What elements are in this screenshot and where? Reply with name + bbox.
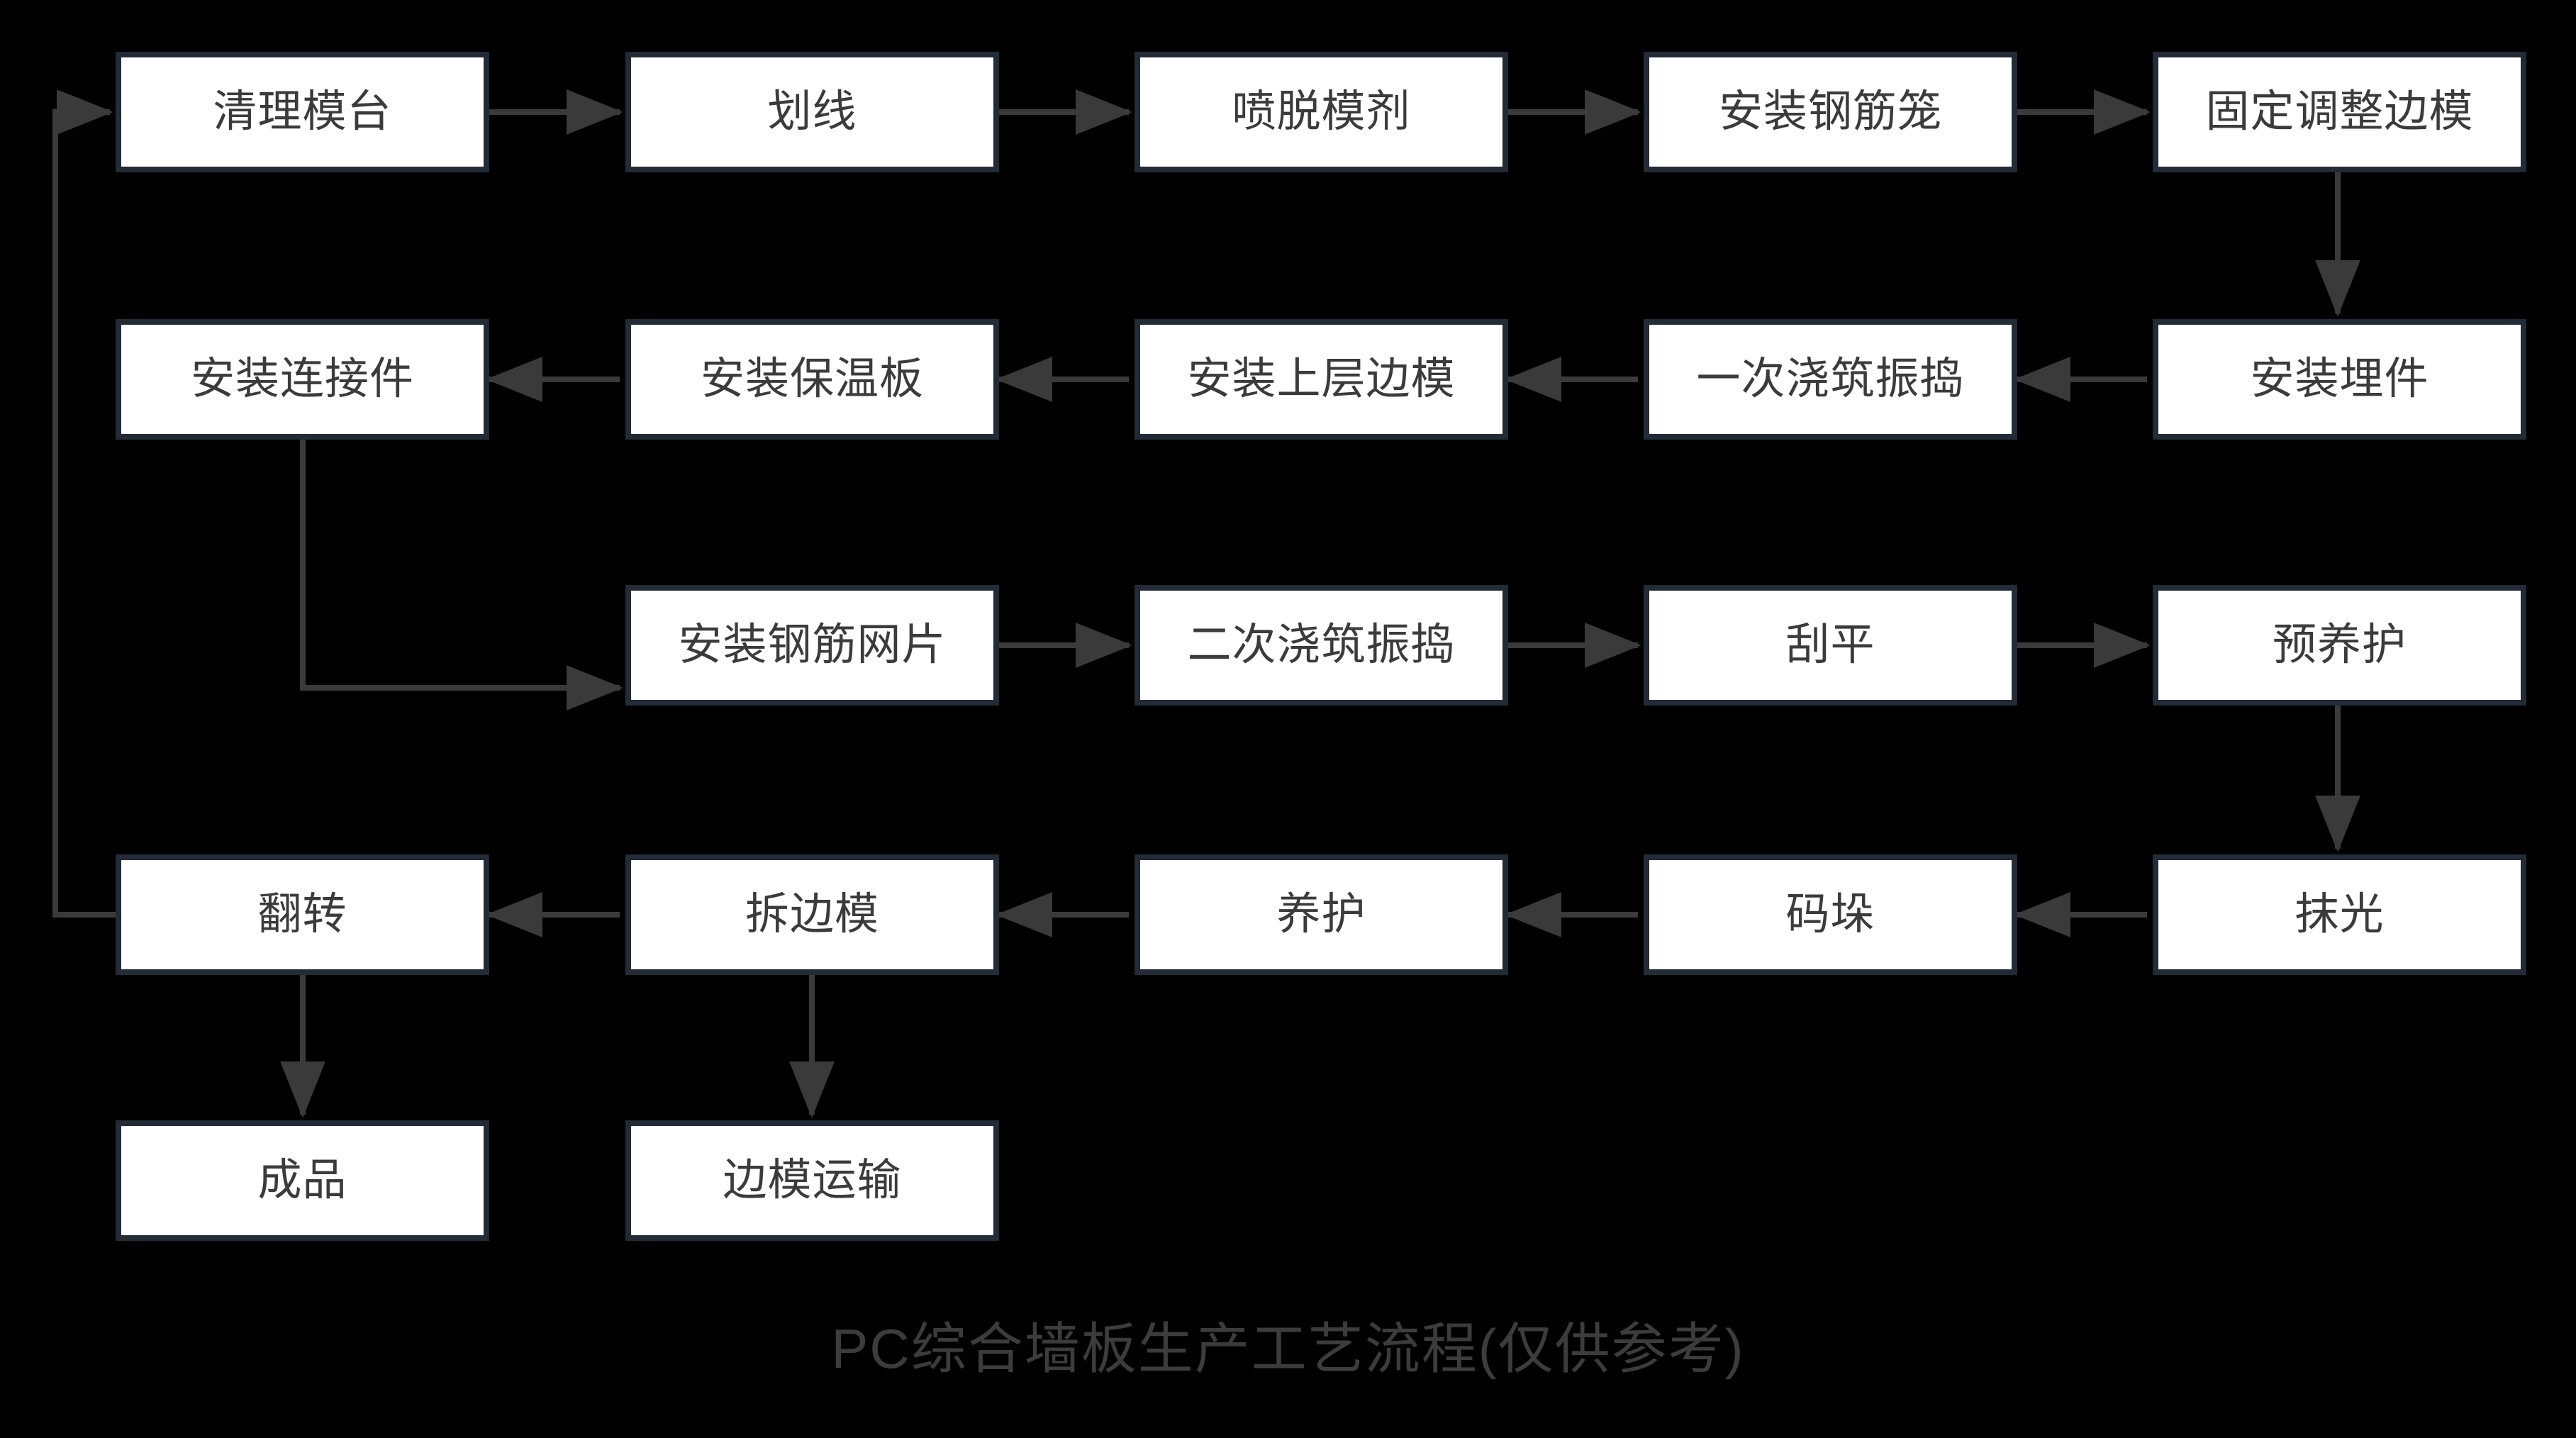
- node-label: 拆边模: [745, 890, 879, 939]
- node-an-zhuang-bao-wen-ban[interactable]: 安装保温板: [625, 319, 999, 440]
- node-label: 码垛: [1785, 890, 1875, 939]
- node-label: 安装埋件: [2250, 355, 2429, 403]
- node-hua-xian[interactable]: 划线: [625, 52, 999, 172]
- node-an-zhuang-mai-jian[interactable]: 安装埋件: [2153, 319, 2526, 440]
- node-pen-tuo-mo-ji[interactable]: 喷脱模剂: [1134, 52, 1508, 172]
- node-chai-bian-mo[interactable]: 拆边模: [625, 854, 999, 975]
- chart-title: PC综合墙板生产工艺流程(仅供参考): [831, 1317, 1745, 1380]
- node-label: 成品: [257, 1156, 347, 1205]
- node-label: 翻转: [257, 890, 347, 939]
- node-label: 一次浇筑振捣: [1696, 355, 1965, 403]
- node-bian-mo-yun-shu[interactable]: 边模运输: [625, 1120, 999, 1241]
- node-an-zhuang-gang-jin-wang-pian[interactable]: 安装钢筋网片: [625, 585, 999, 706]
- node-yu-yang-hu[interactable]: 预养护: [2153, 585, 2526, 706]
- node-label: 二次浇筑振捣: [1187, 620, 1456, 669]
- node-mo-guang[interactable]: 抹光: [2153, 854, 2526, 975]
- node-label: 抹光: [2295, 890, 2385, 939]
- node-gua-ping[interactable]: 刮平: [1644, 585, 2017, 706]
- edge-n10-n11: [300, 440, 623, 710]
- node-label: 刮平: [1785, 620, 1875, 669]
- node-qing-li-mo-tai[interactable]: 清理模台: [116, 52, 489, 172]
- node-label: 安装连接件: [190, 355, 414, 403]
- node-label: 喷脱模剂: [1232, 87, 1411, 136]
- node-ma-duo[interactable]: 码垛: [1644, 854, 2017, 975]
- node-yang-hu[interactable]: 养护: [1134, 854, 1508, 975]
- node-label: 安装钢筋网片: [678, 620, 947, 669]
- node-gu-ding-tiao-zheng-bian-mo[interactable]: 固定调整边模: [2153, 52, 2526, 172]
- node-an-zhuang-shang-ceng-bian-mo[interactable]: 安装上层边模: [1134, 319, 1508, 440]
- node-fan-zhuan[interactable]: 翻转: [116, 854, 489, 975]
- edge-n19-n1-feedback: [52, 89, 116, 918]
- node-an-zhuang-lian-jie-jian[interactable]: 安装连接件: [116, 319, 489, 440]
- node-label: 划线: [767, 87, 857, 136]
- node-label: 边模运输: [723, 1156, 902, 1205]
- node-label: 清理模台: [213, 87, 392, 136]
- node-er-ci-jiao-zhu-zhen-dao[interactable]: 二次浇筑振捣: [1134, 585, 1508, 706]
- node-label: 安装保温板: [700, 355, 924, 403]
- node-label: 固定调整边模: [2205, 87, 2474, 136]
- node-an-zhuang-gang-jin-long[interactable]: 安装钢筋笼: [1644, 52, 2017, 172]
- node-label: 预养护: [2272, 620, 2407, 669]
- node-cheng-pin[interactable]: 成品: [116, 1120, 489, 1241]
- node-label: 养护: [1276, 890, 1366, 939]
- node-label: 安装上层边模: [1187, 355, 1456, 403]
- node-yi-ci-jiao-zhu-zhen-dao[interactable]: 一次浇筑振捣: [1644, 319, 2017, 440]
- node-label: 安装钢筋笼: [1718, 87, 1942, 136]
